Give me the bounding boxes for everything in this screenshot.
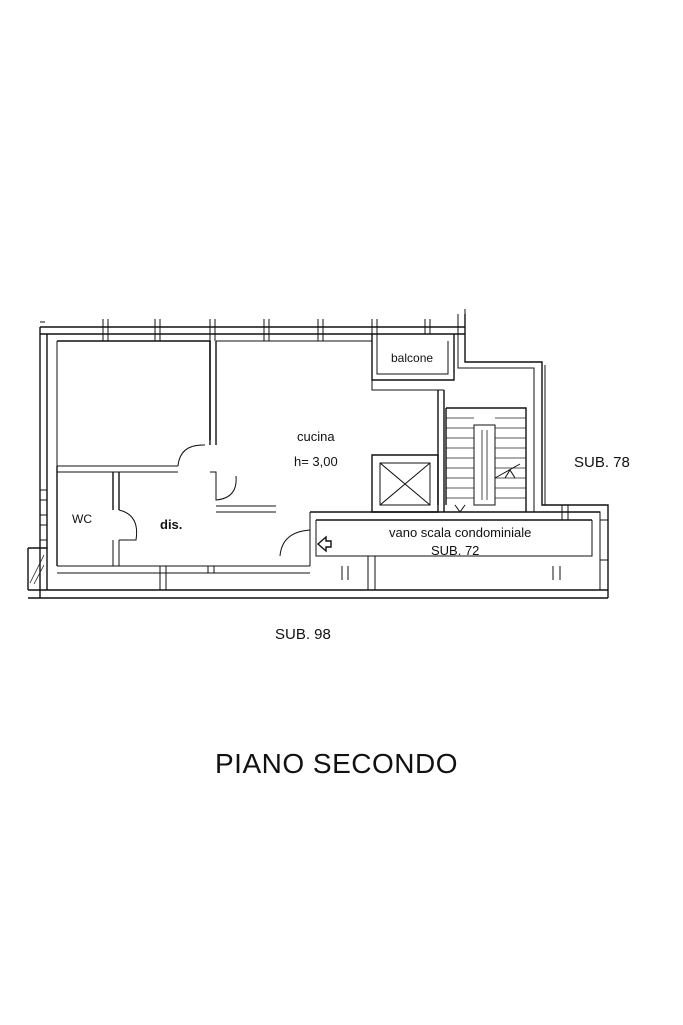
wc-label: WC — [72, 512, 92, 526]
dis-label: dis. — [160, 517, 182, 532]
kitchen — [216, 334, 455, 513]
left-room — [57, 340, 217, 473]
stair-hall — [159, 505, 608, 590]
balcone-label: balcone — [391, 351, 433, 365]
wc-dis — [27, 466, 120, 590]
cucina-label: cucina — [297, 429, 335, 444]
door-swings — [118, 444, 311, 566]
window-marks — [40, 309, 466, 341]
stair-hall-label: vano scala condominiale — [389, 525, 531, 540]
floor-title: PIANO SECONDO — [215, 748, 458, 779]
east-neighbor-label: SUB. 78 — [574, 454, 630, 471]
ceiling-height-label: h= 3,00 — [294, 454, 338, 469]
stair-hall-sub-label: SUB. 72 — [431, 543, 479, 558]
south-neighbor-label: SUB. 98 — [275, 626, 331, 643]
stair-treads — [445, 407, 527, 513]
